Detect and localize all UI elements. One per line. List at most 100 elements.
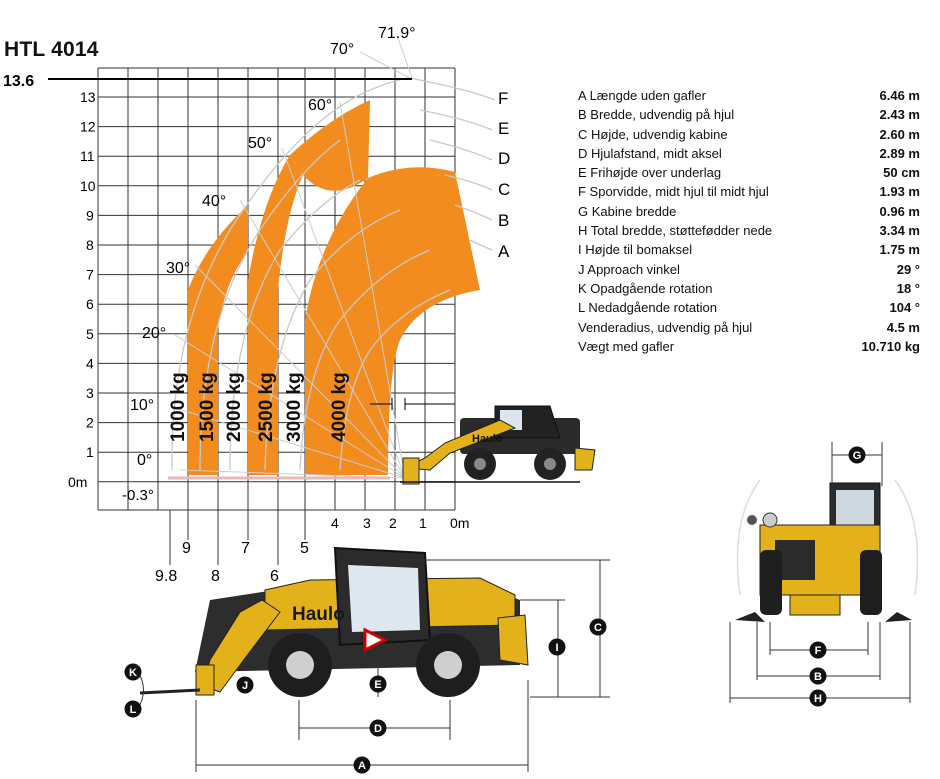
spec-label: F Sporvidde, midt hjul til midt hjul — [578, 184, 769, 200]
x-bottom-tick-label: 9 — [182, 540, 191, 557]
angle-label: 20° — [142, 325, 166, 342]
dim-badge-l: L — [124, 700, 142, 718]
angle-label: 70° — [330, 41, 354, 58]
spec-row: I Højde til bomaksel 1.75 m — [578, 240, 920, 259]
spec-label: I Højde til bomaksel — [578, 242, 693, 258]
dim-badge-j: J — [236, 676, 254, 694]
angle-label: 50° — [248, 135, 272, 152]
arc-b — [454, 204, 493, 221]
arc-letter: C — [498, 180, 510, 199]
svg-text:F: F — [815, 645, 822, 657]
arc-inner-4 — [299, 249, 431, 471]
arc-a — [469, 239, 493, 251]
spec-label: Venderadius, udvendig på hjul — [578, 319, 753, 335]
x-bottom-tick-label: 8 — [211, 568, 220, 585]
spec-label: H Total bredde, støttefødder nede — [578, 223, 773, 239]
arc-c — [444, 174, 493, 191]
x-top-tick-label: 2 — [389, 515, 397, 531]
y-tick-label: 6 — [86, 296, 94, 312]
spec-label: E Frihøjde over underlag — [578, 165, 722, 181]
side-brand-label: Haulo — [292, 604, 345, 625]
arc-inner-3 — [264, 209, 401, 471]
x-bottom-tick-label: 9.8 — [155, 568, 177, 585]
zone-weight-label: 3000 kg — [284, 372, 305, 442]
arc-letter: D — [498, 149, 510, 168]
arc-inner-1 — [199, 139, 341, 471]
x-bottom-tick-label: 5 — [300, 540, 309, 557]
x-top-tick-label: 1 — [419, 515, 427, 531]
x-bottom-tick-label: 6 — [270, 568, 279, 585]
side-view-machine: Haulo — [139, 546, 529, 697]
y-tick-label: 11 — [80, 148, 95, 164]
arc-letter: A — [498, 242, 510, 261]
front-view-machine — [735, 479, 919, 622]
spec-value: 1.75 m — [879, 242, 920, 258]
spec-label: B Bredde, udvendig på hjul — [578, 107, 735, 123]
angle-label: 40° — [202, 193, 226, 210]
reach-arcs — [171, 77, 496, 471]
y-neg-label: -0.3° — [122, 487, 154, 504]
angle-label: 10° — [130, 397, 154, 414]
spec-value: 29 ° — [896, 261, 920, 277]
spec-row: A Længde uden gafler 6.46 m — [578, 86, 920, 105]
svg-text:A: A — [358, 760, 366, 772]
svg-text:G: G — [853, 450, 862, 462]
svg-text:E: E — [374, 679, 381, 691]
spec-row: B Bredde, udvendig på hjul 2.43 m — [578, 105, 920, 124]
angle-lines — [174, 37, 413, 479]
y-tick-label: 3 — [86, 385, 94, 401]
spec-value: 2.43 m — [879, 107, 920, 123]
svg-text:K: K — [129, 667, 137, 679]
model-title: HTL 4014 — [4, 38, 99, 61]
dim-badge-a: A — [353, 756, 371, 774]
arc-d — [429, 139, 493, 161]
svg-text:I: I — [555, 642, 558, 654]
arc-letter: F — [498, 89, 508, 108]
spec-value: 18 ° — [896, 280, 920, 296]
front-dimension-badges: G FBH — [809, 446, 866, 707]
spec-label: A Længde uden gafler — [578, 88, 706, 103]
zone-weight-label: 1500 kg — [197, 372, 218, 442]
dim-badge-d: D — [369, 719, 387, 737]
svg-text:H: H — [814, 693, 822, 705]
y-tick-label: 1 — [86, 444, 94, 460]
small-brand-label: Haulo — [472, 433, 503, 445]
dim-badge-e: E — [369, 675, 387, 693]
spec-value: 10.710 kg — [861, 338, 920, 354]
spec-label: D Hjulafstand, midt aksel — [578, 145, 722, 161]
y-tick-label: 0m — [68, 474, 87, 490]
arc-e — [419, 109, 493, 131]
zone-weight-label: 4000 kg — [329, 372, 350, 442]
dim-badge-f: F — [809, 641, 827, 659]
max-height-label: 13.6 — [3, 73, 34, 90]
spec-label: C Højde, udvendig kabine — [578, 126, 728, 142]
y-tick-label: 5 — [86, 326, 94, 342]
spec-row: K Opadgående rotation 18 ° — [578, 279, 920, 298]
zone-weight-label: 2000 kg — [224, 372, 245, 442]
spec-table: A Længde uden gafler 6.46 m B Bredde, udve… — [578, 86, 920, 356]
arc-inner-2 — [229, 179, 361, 471]
dim-badge-i: I — [548, 638, 566, 656]
x-top-tick-label: 3 — [363, 515, 371, 531]
dim-badge-b: B — [809, 667, 827, 685]
angle-label: 0° — [137, 452, 152, 469]
y-tick-label: 9 — [86, 207, 94, 223]
spec-value: 6.46 m — [879, 88, 920, 103]
arc-letter: B — [498, 211, 509, 230]
spec-label: K Opadgående rotation — [578, 280, 713, 296]
arc-inner-5 — [339, 289, 451, 471]
dim-badge-g: G — [848, 446, 866, 464]
dim-badge-h: H — [809, 689, 827, 707]
